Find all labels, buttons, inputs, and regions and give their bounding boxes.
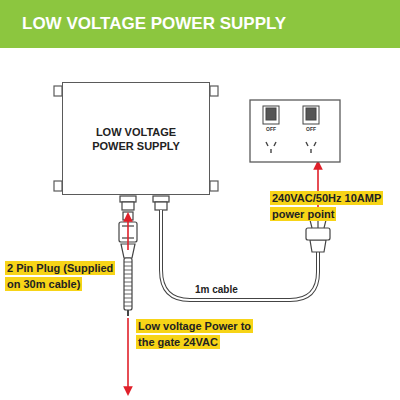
- cable-label: 1m cable: [193, 282, 263, 298]
- switch-label-text: OFF: [266, 126, 276, 132]
- power-point-callout: 240VAC/50Hz 10AMP power point: [270, 190, 395, 222]
- power-supply-box: LOW VOLTAGE POWER SUPPLY: [62, 82, 210, 195]
- plug-callout: 2 Pin Plug (Supplied on 30m cable): [5, 260, 115, 292]
- box-label: LOW VOLTAGE POWER SUPPLY: [81, 125, 191, 153]
- page-title: LOW VOLTAGE POWER SUPPLY: [22, 14, 286, 34]
- switch-label: OFF: [303, 126, 319, 132]
- gate-power-callout: Low voltage Power to the gate 24VAC: [136, 318, 256, 350]
- gate-power-callout-text: Low voltage Power to the gate 24VAC: [136, 319, 253, 349]
- power-point-callout-text: 240VAC/50Hz 10AMP power point: [270, 191, 383, 221]
- switch-label: OFF: [263, 126, 279, 132]
- cable-label-text: 1m cable: [193, 284, 240, 295]
- plug-callout-text: 2 Pin Plug (Supplied on 30m cable): [5, 261, 115, 291]
- switch-label-text: OFF: [306, 126, 316, 132]
